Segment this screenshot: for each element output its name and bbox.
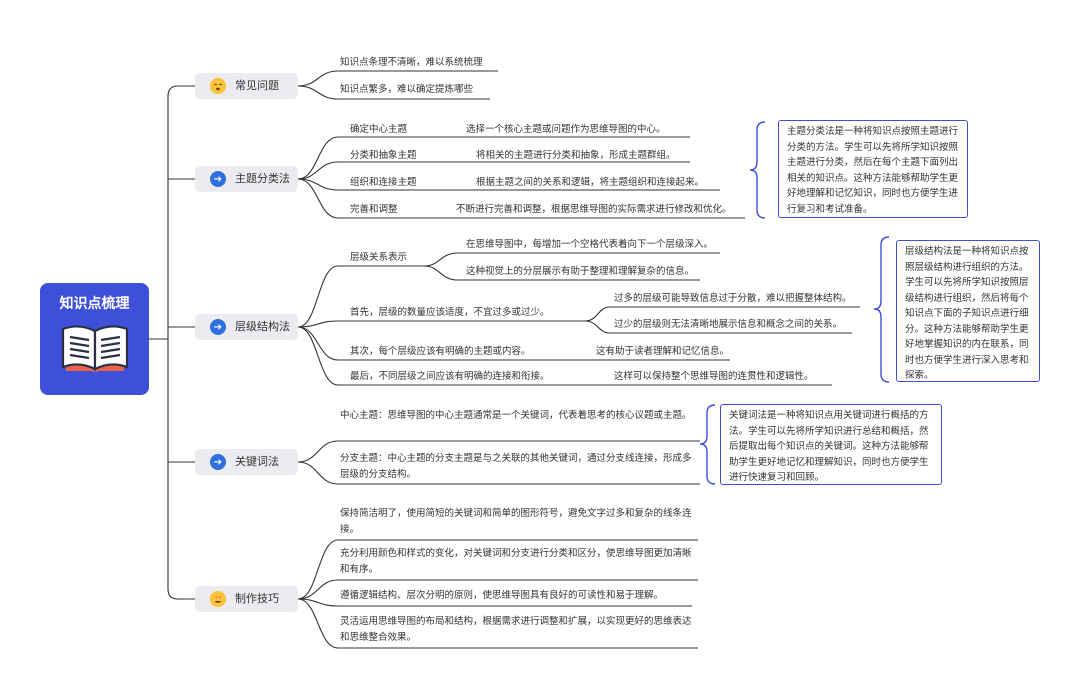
hierarchy-item-detail: 这有助于读者理解和记忆信息。 [596,346,730,357]
hierarchy-item-detail: 这样可以保持整个思维导图的连贯性和逻辑性。 [614,371,814,382]
theme-item-label: 分类和抽象主题 [350,150,417,161]
hierarchy-item-detail: 过少的层级则无法清晰地展示信息和概念之间的关系。 [614,319,843,330]
branch-label: 常见问题 [235,79,279,92]
theme-item-label: 完善和调整 [350,204,398,215]
theme-item-label: 确定中心主题 [350,124,408,135]
tips-item: 充分利用颜色和样式的变化，对关键词和分支进行分类和区分，使思维导图更加清晰和有序… [340,548,692,575]
branch-common-problems[interactable]: 常见问题 [195,73,298,99]
hierarchy-item-detail: 在思维导图中，每增加一个空格代表着向下一个层级深入。 [466,239,714,250]
branch-tips[interactable]: 制作技巧 [195,586,298,612]
tips-item: 保持简洁明了，使用简短的关键词和简单的图形符号，避免文字过多和复杂的线条连接。 [340,508,692,535]
branch-label: 制作技巧 [235,592,279,605]
branch-keyword[interactable]: ➔ 关键词法 [195,449,298,475]
arrow-right-circle-icon: ➔ [210,171,226,187]
sleepy-face-emoji-icon [210,78,226,94]
common-item: 知识点条理不清晰，难以系统梳理 [340,57,483,68]
root-title: 知识点梳理 [59,296,130,312]
arrow-right-circle-icon: ➔ [210,319,226,335]
hierarchy-item-label: 层级关系表示 [350,252,408,263]
theme-item-detail: 选择一个核心主题或问题作为思维导图的中心。 [466,124,666,135]
keyword-item: 中心主题：思维导图的中心主题通常是一个关键词，代表着思考的核心议题或主题。 [340,410,692,421]
branch-label: 主题分类法 [235,172,290,185]
open-book-icon [61,325,129,373]
tips-item: 灵活运用思维导图的布局和结构，根据需求进行调整和扩展，以实现更好的思维表达和思维… [340,616,692,643]
branch-theme-classification[interactable]: ➔ 主题分类法 [195,166,298,192]
theme-summary-box: 主题分类法是一种将知识点按照主题进行分类的方法。学生可以先将所学知识按照主题进行… [778,120,968,218]
hierarchy-item-label: 最后，不同层级之间应该有明确的连接和衔接。 [350,371,550,382]
arrow-right-circle-icon: ➔ [210,454,226,470]
branch-hierarchy[interactable]: ➔ 层级结构法 [195,314,298,340]
keyword-item: 分支主题：中心主题的分支主题是与之关联的其他关键词，通过分支线连接，形成多层级的… [340,453,692,480]
branch-label: 关键词法 [235,455,279,468]
hierarchy-summary-box: 层级结构法是一种将知识点按照层级结构进行组织的方法。学生可以先将所学知识按照层级… [896,240,1040,382]
theme-item-detail: 将相关的主题进行分类和抽象，形成主题群组。 [476,150,676,161]
hierarchy-item-label: 其次，每个层级应该有明确的主题或内容。 [350,346,531,357]
heart-eyes-emoji-icon [210,591,226,607]
hierarchy-item-label: 首先，层级的数量应该适度，不宜过多或过少。 [350,307,550,318]
theme-item-detail: 根据主题之间的关系和逻辑，将主题组织和连接起来。 [476,177,705,188]
hierarchy-item-detail: 这种视觉上的分层展示有助于整理和理解复杂的信息。 [466,266,695,277]
keyword-summary-box: 关键词法是一种将知识点用关键词进行概括的方法。学生可以先将所学知识进行总结和概括… [720,404,942,485]
branch-label: 层级结构法 [235,320,290,333]
hierarchy-item-detail: 过多的层级可能导致信息过于分散，难以把握整体结构。 [614,293,852,304]
theme-item-detail: 不断进行完善和调整，根据思维导图的实际需求进行修改和优化。 [456,204,732,215]
root-node[interactable]: 知识点梳理 [40,283,149,395]
common-item: 知识点繁多，难以确定提炼哪些 [340,84,474,95]
tips-item: 遵循逻辑结构、层次分明的原则，使思维导图具有良好的可读性和易于理解。 [340,590,664,601]
theme-item-label: 组织和连接主题 [350,177,417,188]
